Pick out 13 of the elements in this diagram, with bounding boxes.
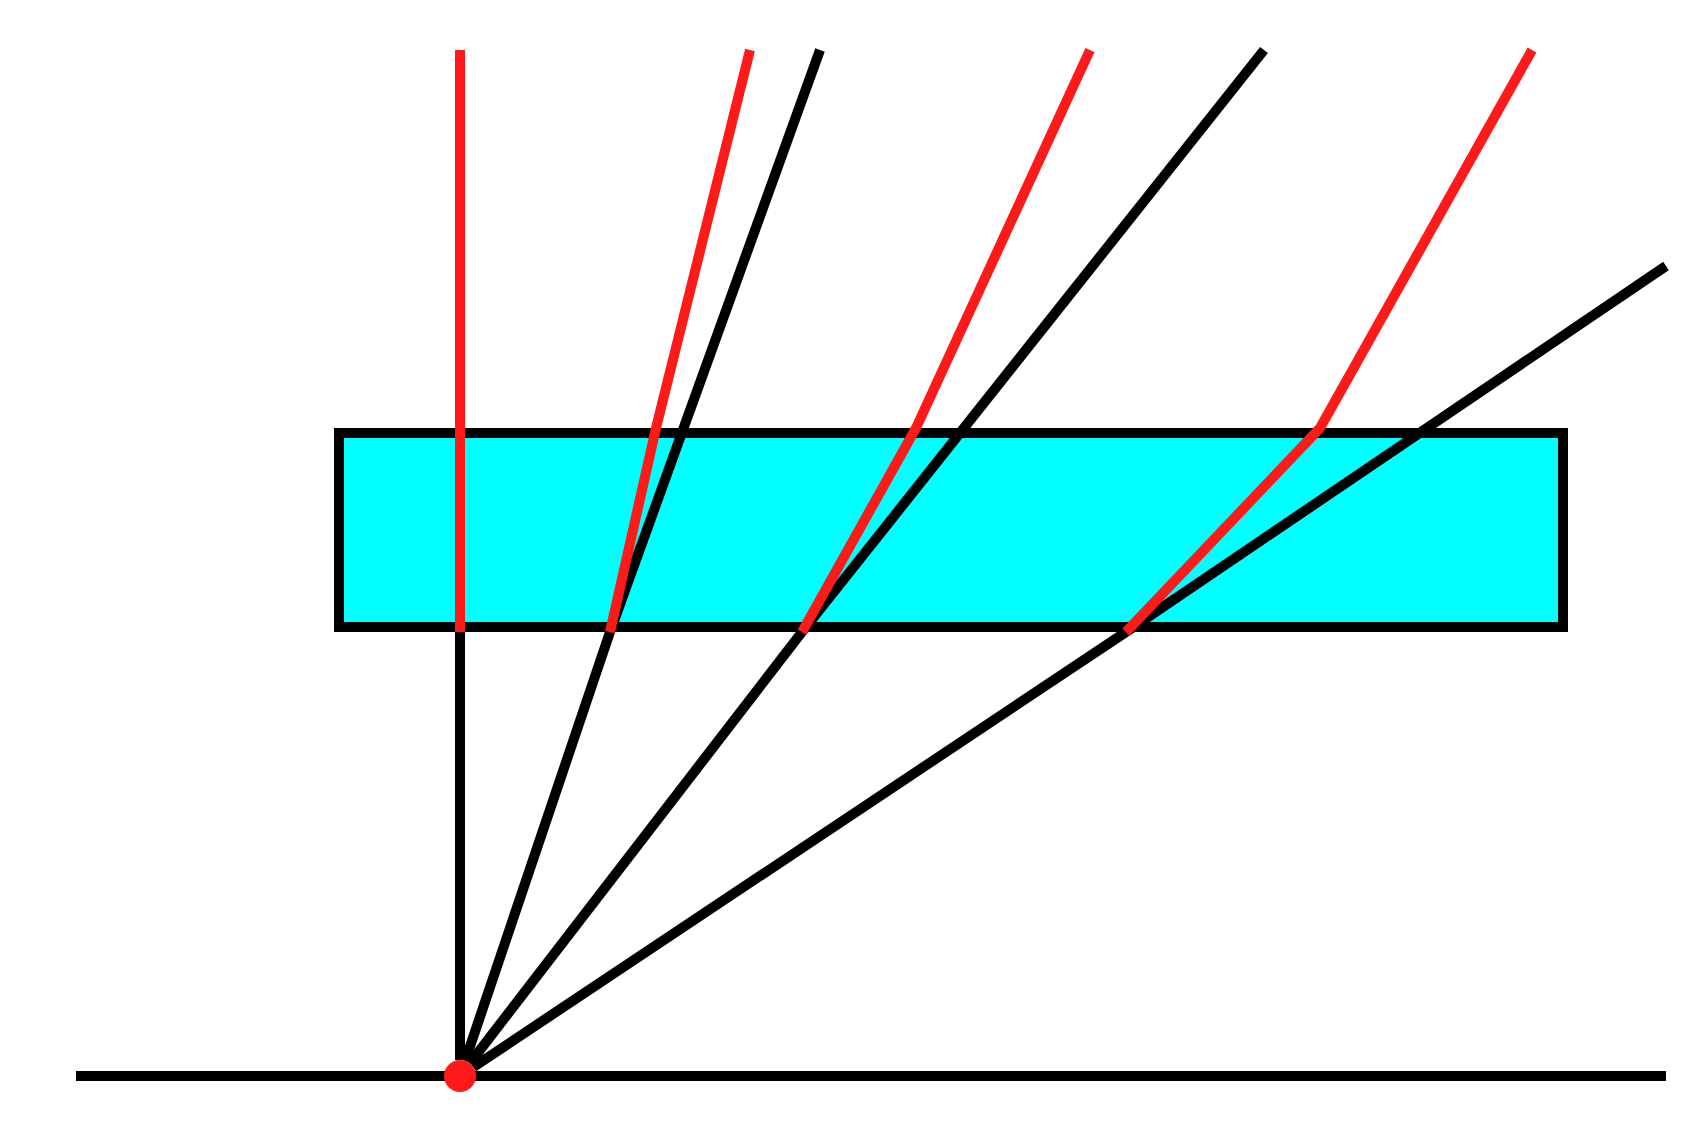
refracted-ray <box>1122 47 1537 636</box>
refracted-ray <box>455 50 465 632</box>
light-ray <box>455 632 465 1060</box>
light-ray <box>798 46 1268 636</box>
light-ray <box>605 48 825 634</box>
refracted-ray <box>797 47 1095 635</box>
glass-slab <box>334 428 1568 632</box>
light-ray <box>465 628 806 1067</box>
light-ray <box>460 630 615 1063</box>
light-ray <box>1123 261 1669 637</box>
light-ray <box>470 627 1129 1072</box>
point-source <box>444 1060 476 1092</box>
refracted-ray <box>605 48 755 634</box>
